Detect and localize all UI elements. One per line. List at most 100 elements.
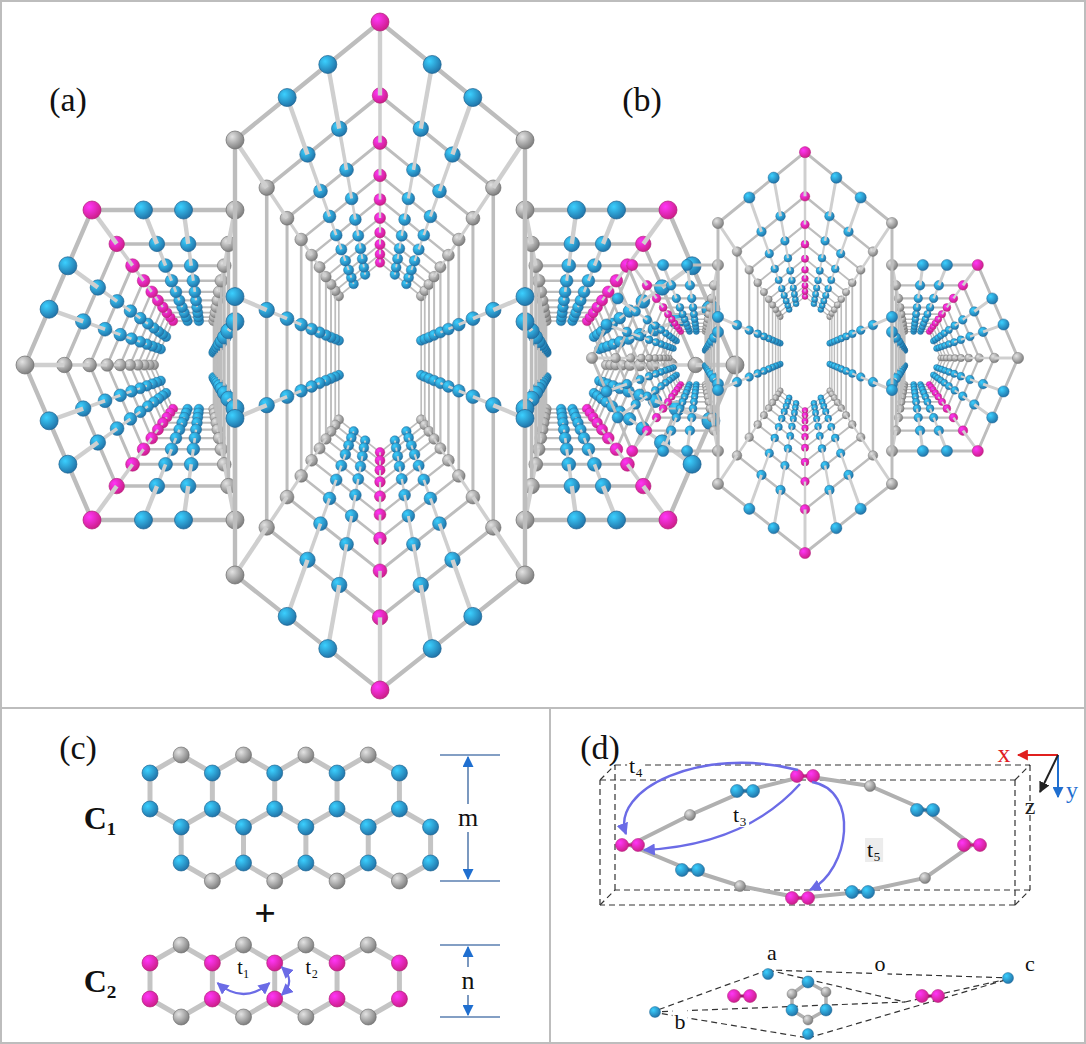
panel-divider [549, 708, 551, 1043]
bond-ring [90, 266, 225, 465]
atom [464, 607, 482, 625]
bond [378, 617, 382, 690]
bond-ring [64, 244, 228, 486]
atom [886, 311, 897, 322]
bond-ring [758, 244, 853, 462]
atom [329, 801, 345, 817]
bond-ring [780, 297, 829, 411]
atom [466, 312, 480, 326]
atom [601, 319, 612, 330]
ribbon-c2 [142, 937, 407, 1025]
atom [204, 801, 220, 817]
atom [278, 89, 296, 107]
bond-ring [898, 298, 979, 417]
atom [159, 457, 173, 471]
bond-ring [543, 300, 631, 429]
bond-ring [144, 313, 215, 418]
atom [298, 937, 314, 953]
atom [516, 409, 534, 427]
atom [391, 765, 407, 781]
atom [16, 356, 34, 374]
atom [608, 511, 626, 529]
atom [516, 566, 534, 584]
atom [175, 201, 193, 219]
bond-ring [301, 175, 459, 538]
atom [267, 991, 283, 1007]
atom [280, 312, 294, 326]
bond-ring [235, 22, 525, 690]
bond-ring [903, 319, 956, 397]
bond-ring [545, 313, 616, 418]
framework-a [16, 13, 744, 699]
bond-ring [616, 285, 714, 430]
atom [391, 991, 407, 1007]
atom [917, 445, 928, 456]
atom [59, 257, 77, 275]
atom [391, 873, 407, 889]
atom [267, 955, 283, 971]
atom [659, 511, 677, 529]
bond-ring [905, 332, 941, 385]
atom [298, 747, 314, 763]
bond-ring [287, 143, 473, 571]
atom [423, 55, 441, 73]
atom [204, 765, 220, 781]
atom [142, 801, 158, 817]
atom [987, 412, 998, 423]
framework-b [586, 147, 1023, 559]
bond-ring [641, 307, 709, 408]
atom [831, 523, 842, 534]
atom [226, 566, 244, 584]
width-m [440, 755, 500, 881]
atom [712, 217, 723, 228]
atom [173, 1009, 189, 1025]
atom [59, 455, 77, 473]
atom [278, 607, 296, 625]
atom [659, 201, 677, 219]
atom [744, 503, 755, 514]
bond-ring [660, 323, 707, 392]
atom [418, 474, 430, 486]
atom [941, 445, 952, 456]
atom [917, 259, 928, 270]
atom [226, 131, 244, 149]
atom [588, 457, 602, 471]
atom [329, 765, 345, 781]
atom [1012, 352, 1023, 363]
atom [712, 478, 723, 489]
atom [423, 819, 439, 835]
bond [421, 64, 432, 128]
atom [627, 445, 638, 456]
atom [329, 955, 345, 971]
bond-ring [737, 196, 873, 509]
bond-ring [892, 265, 1018, 451]
atom [360, 937, 376, 953]
bond-ring [541, 292, 640, 438]
atom [298, 855, 314, 871]
atom [330, 474, 342, 486]
atom [987, 293, 998, 304]
atom [799, 147, 810, 158]
atom [754, 330, 762, 338]
atom [142, 765, 158, 781]
atom [236, 747, 252, 763]
atom [330, 229, 342, 241]
atom [941, 259, 952, 270]
bond-ring [312, 200, 449, 515]
bond-ring [120, 292, 219, 438]
bond-ring [649, 314, 708, 402]
atom [683, 455, 701, 473]
atom [173, 819, 189, 835]
bond-ring [769, 270, 842, 437]
bond-ring [331, 244, 429, 470]
atom [998, 319, 1009, 330]
atom [886, 478, 897, 489]
atom [516, 131, 534, 149]
atom [601, 386, 612, 397]
atom [612, 293, 623, 304]
bond [328, 64, 339, 128]
atom [754, 370, 762, 378]
atom [360, 1009, 376, 1025]
